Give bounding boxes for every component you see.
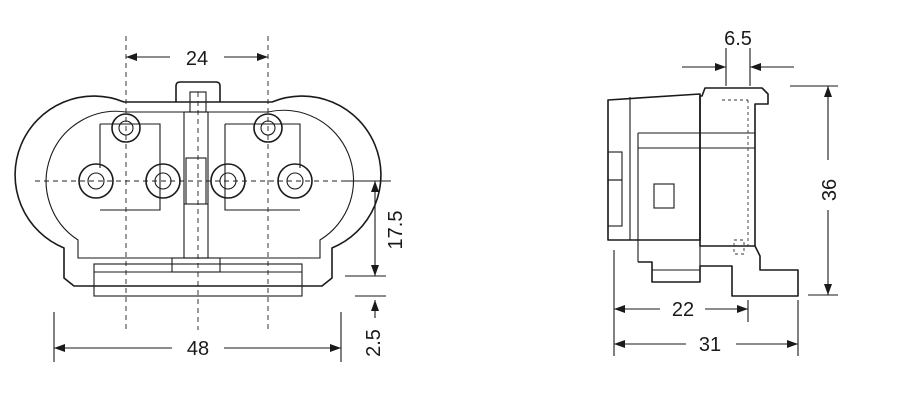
dim-bottom-offset: 2.5 [355, 295, 386, 357]
dim-label-24: 24 [186, 48, 208, 70]
center-key-strip [183, 111, 209, 259]
pin-upper-left [111, 113, 141, 143]
dim-label-31: 31 [699, 334, 721, 356]
bottom-ledge [93, 263, 303, 297]
left-step-upper [607, 151, 623, 181]
dim-label-48: 48 [187, 338, 209, 360]
dim-total-width: 48 [53, 312, 342, 362]
dim-pin-spacing: 24 [126, 48, 268, 70]
dim-label-22: 22 [672, 299, 694, 321]
pin-upper-right [253, 113, 283, 143]
pin-lower-3 [210, 163, 246, 199]
connector-outer-body [14, 95, 382, 287]
hidden-pin-slot [733, 239, 745, 255]
dim-label-6-5: 6.5 [724, 28, 752, 50]
front-view: 24 48 17.5 2.5 [14, 36, 407, 362]
dim-label-36: 36 [819, 179, 841, 201]
ledge-slot [171, 257, 221, 273]
dim-half-height: 17.5 [345, 180, 407, 277]
connector-inner-outline [45, 109, 354, 259]
side-main-body [699, 87, 769, 247]
left-step-lower [607, 179, 623, 227]
dim-label-2-5: 2.5 [363, 329, 385, 357]
dim-total-depth: 31 [614, 300, 799, 356]
dim-side-height: 36 [790, 85, 841, 296]
top-latch-tab [175, 81, 221, 102]
dim-body-depth: 22 [613, 250, 749, 356]
pin-lower-2 [145, 163, 181, 199]
pin-lower-1 [78, 163, 114, 199]
internal-cavity-walls [99, 123, 301, 211]
dim-tab-width: 6.5 [682, 28, 794, 86]
dim-label-17-5: 17.5 [385, 211, 407, 250]
side-view: 6.5 36 22 31 [607, 28, 841, 356]
pin-lower-4 [277, 163, 313, 199]
side-window [653, 183, 675, 209]
side-foot [638, 245, 799, 297]
